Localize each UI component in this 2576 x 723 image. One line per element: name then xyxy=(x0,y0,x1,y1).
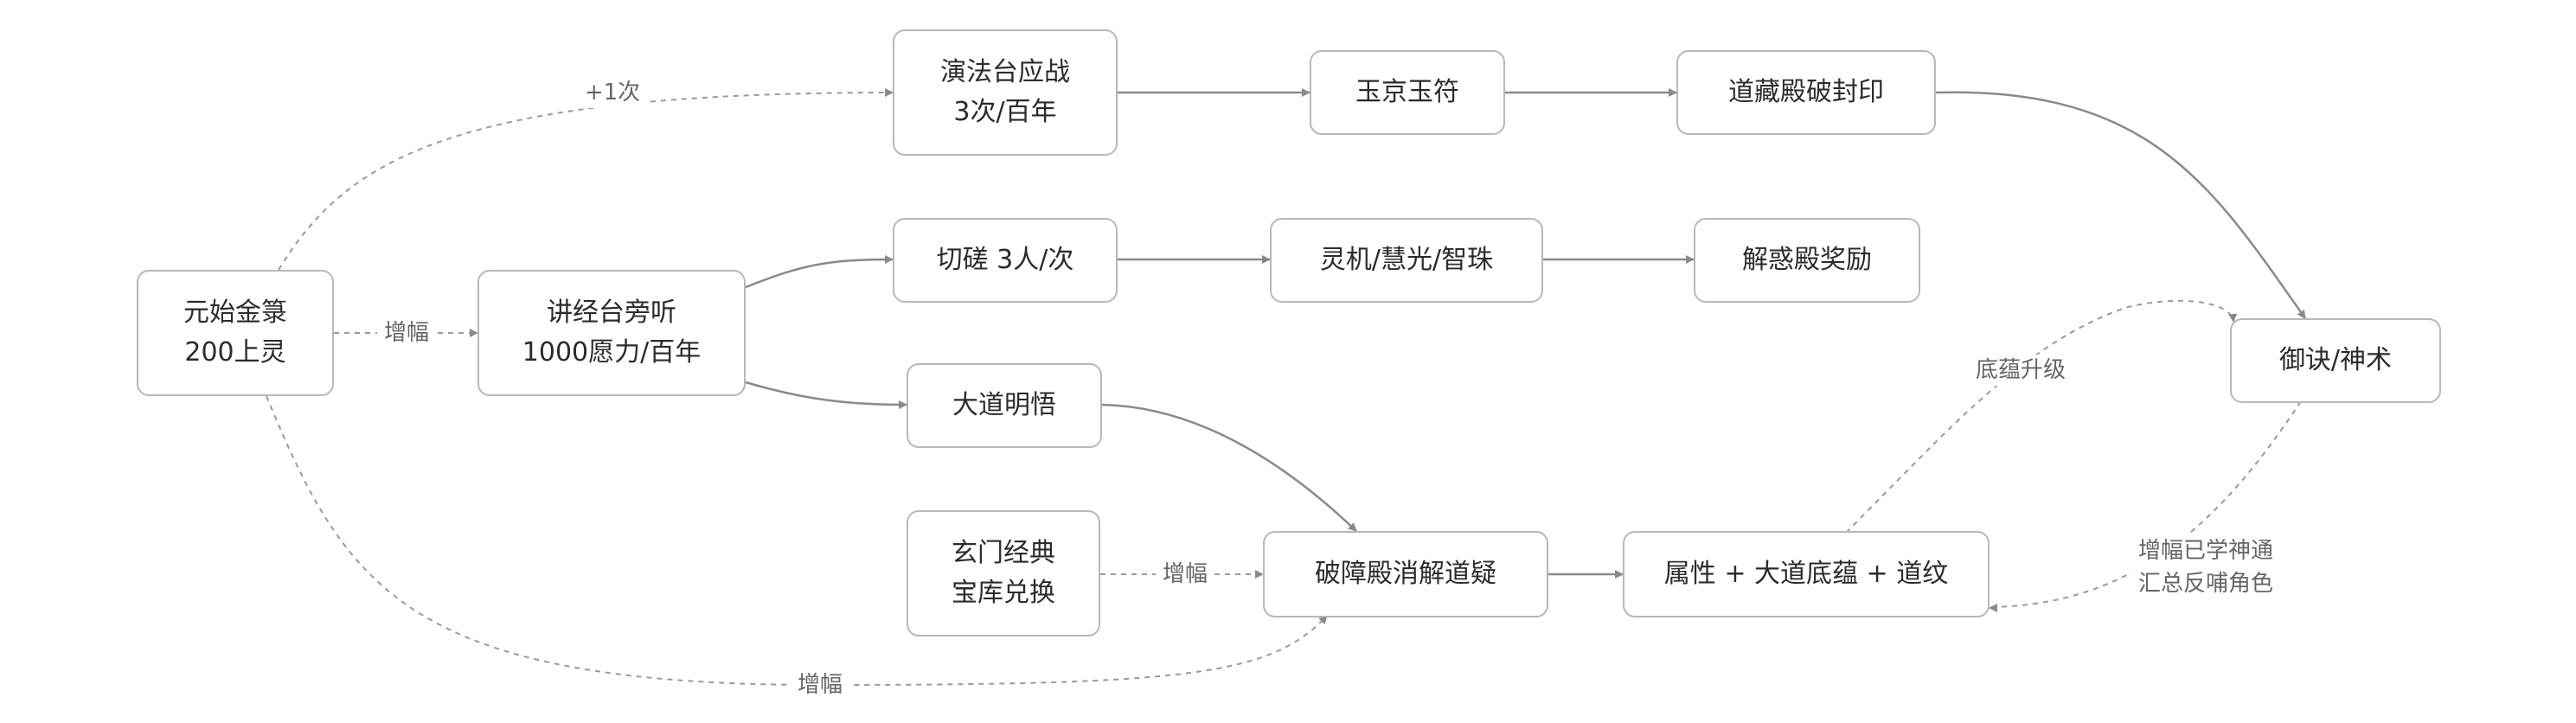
node-yanfa-tai: 演法台应战 3次/百年 xyxy=(893,29,1118,156)
edge-dadao-pozhang xyxy=(1101,403,1357,532)
node-yujing-yufu: 玉京玉符 xyxy=(1310,50,1505,135)
node-yujue-shenshu: 御诀/神术 xyxy=(2230,318,2441,403)
edge-jiangjing-qiecuo xyxy=(745,255,894,289)
edge-yuanshi-yanfa-dashed xyxy=(278,88,894,271)
node-dadao-mingwu: 大道明悟 xyxy=(907,363,1102,448)
edge-label-feedback: 增幅已学神通 汇总反哺角色 xyxy=(2131,534,2281,600)
node-pozhang-dian: 破障殿消解道疑 xyxy=(1263,531,1548,617)
node-lingji-huiguang: 灵机/慧光/智珠 xyxy=(1270,218,1543,303)
node-shuxing-diyun: 属性 + 大道底蕴 + 道纹 xyxy=(1623,531,1990,617)
edge-jiangjing-dadao xyxy=(745,381,907,409)
node-qiecuo: 切磋 3人/次 xyxy=(893,218,1118,303)
edge-label-diyun-upgrade: 底蕴升级 xyxy=(1968,355,2073,386)
edge-shuxing-yujue-dashed xyxy=(1845,299,2238,534)
edge-daozang-yujue xyxy=(1935,91,2307,319)
node-jiangjing-tai: 讲经台旁听 1000愿力/百年 xyxy=(477,270,746,396)
edge-yuanshi-pozhang-dashed xyxy=(266,395,1328,687)
node-yuanshi-jinlu: 元始金箓 200上灵 xyxy=(137,270,334,396)
node-jiehuo-dian: 解惑殿奖励 xyxy=(1694,218,1920,303)
edge-label-boost-bottom: 增幅 xyxy=(790,669,850,701)
edge-label-boost-jiangjing: 增幅 xyxy=(376,317,437,349)
edge-label-plus-one: +1次 xyxy=(577,77,648,108)
edge-label-boost-xuanmen: 增幅 xyxy=(1155,559,1215,590)
node-daozang-dian: 道藏殿破封印 xyxy=(1676,50,1936,135)
node-xuanmen-jingdian: 玄门经典 宝库兑换 xyxy=(907,510,1100,637)
